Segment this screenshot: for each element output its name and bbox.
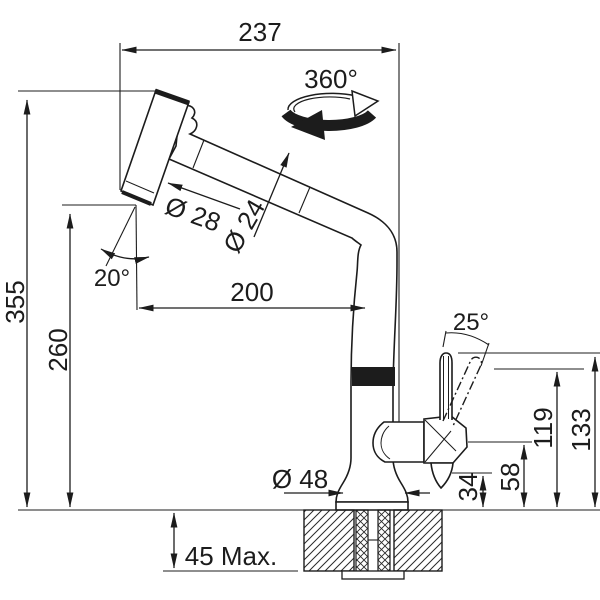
mounting-shank-thread-right xyxy=(377,509,391,572)
countertop-right-slab xyxy=(393,509,443,572)
lever-handle-tilted-ghost xyxy=(442,356,483,427)
dim-133-label: 133 xyxy=(566,408,596,451)
spray-head-cap xyxy=(154,88,190,106)
dim-spout-height-label: 260 xyxy=(43,328,73,371)
dim-head-angle-label: 20° xyxy=(94,265,130,292)
dim-max-deck-label: 45 Max. xyxy=(185,541,278,571)
dim-line-head-diameter xyxy=(167,182,241,210)
dimension-labels: 237 360° 355 260 200 20° Ø 28 Ø 24 25° 1… xyxy=(0,17,596,571)
dim-119-label: 119 xyxy=(528,407,558,448)
base-flange xyxy=(335,501,409,511)
dim-head-diameter-label: Ø 28 xyxy=(161,190,224,237)
countertop-section xyxy=(303,509,443,580)
dim-spout-projection-label: 200 xyxy=(230,277,273,307)
dim-total-height-label: 355 xyxy=(0,280,30,323)
spout-and-riser xyxy=(167,104,409,503)
dim-lever-angle-label: 25° xyxy=(453,309,489,336)
lever-handle xyxy=(439,352,453,420)
dim-arc-head-angle xyxy=(100,248,150,264)
dimension-lines xyxy=(23,46,599,569)
dim-line-tube-diameter xyxy=(253,152,290,238)
mounting-nut xyxy=(341,570,405,580)
faucet-outline xyxy=(120,88,483,511)
riser-trim-band xyxy=(352,367,395,386)
dim-base-diameter-label: Ø 48 xyxy=(272,464,328,494)
countertop-left-slab xyxy=(303,509,355,572)
spray-head-nozzle xyxy=(121,190,152,206)
mounting-shank-thread-left xyxy=(355,509,369,572)
rotation-360-icon xyxy=(281,89,380,140)
dim-58-label: 58 xyxy=(495,463,525,492)
dim-34-label: 34 xyxy=(453,473,483,502)
dim-swivel-angle-label: 360° xyxy=(304,64,358,94)
dim-spout-reach-label: 237 xyxy=(238,17,281,47)
